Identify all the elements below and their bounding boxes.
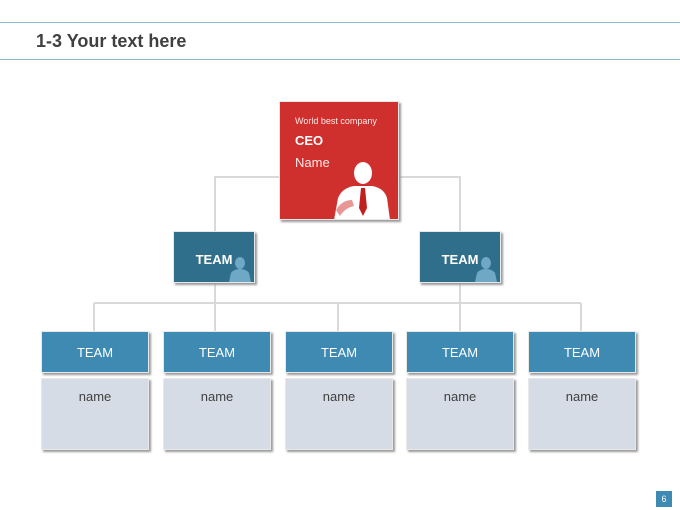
connector-ceo-right bbox=[397, 176, 461, 231]
title-bar: 1-3 Your text here bbox=[0, 22, 680, 60]
ceo-title: CEO bbox=[295, 133, 324, 148]
person-with-tie-icon bbox=[334, 162, 390, 219]
team-label: TEAM bbox=[441, 345, 479, 360]
team-label: TEAM bbox=[195, 252, 233, 267]
page-number: 6 bbox=[656, 491, 672, 507]
team-member-box-3: name bbox=[285, 378, 393, 450]
team-member-box-5: name bbox=[528, 378, 636, 450]
team-box-top-2: TEAM bbox=[419, 231, 501, 283]
team-member-box-4: name bbox=[406, 378, 514, 450]
member-name: name bbox=[322, 389, 356, 404]
member-name: name bbox=[565, 389, 599, 404]
team-member-box-2: name bbox=[163, 378, 271, 450]
team-header-4: TEAM bbox=[406, 331, 514, 373]
team-label: TEAM bbox=[320, 345, 358, 360]
person-icon bbox=[229, 257, 251, 282]
team-label: TEAM bbox=[563, 345, 601, 360]
team-member-box-1: name bbox=[41, 378, 149, 450]
connector-ceo-left bbox=[214, 176, 279, 231]
team-header-2: TEAM bbox=[163, 331, 271, 373]
person-icon bbox=[475, 257, 497, 282]
ceo-box: World best company CEO Name bbox=[279, 101, 399, 220]
member-name: name bbox=[200, 389, 234, 404]
team-header-5: TEAM bbox=[528, 331, 636, 373]
team-label: TEAM bbox=[76, 345, 114, 360]
team-header-1: TEAM bbox=[41, 331, 149, 373]
member-name: name bbox=[443, 389, 477, 404]
member-name: name bbox=[78, 389, 112, 404]
team-header-3: TEAM bbox=[285, 331, 393, 373]
team-box-top-1: TEAM bbox=[173, 231, 255, 283]
ceo-name: Name bbox=[295, 155, 330, 170]
team-label: TEAM bbox=[198, 345, 236, 360]
page-title: 1-3 Your text here bbox=[36, 31, 187, 51]
ceo-company: World best company bbox=[295, 116, 377, 126]
team-label: TEAM bbox=[441, 252, 479, 267]
